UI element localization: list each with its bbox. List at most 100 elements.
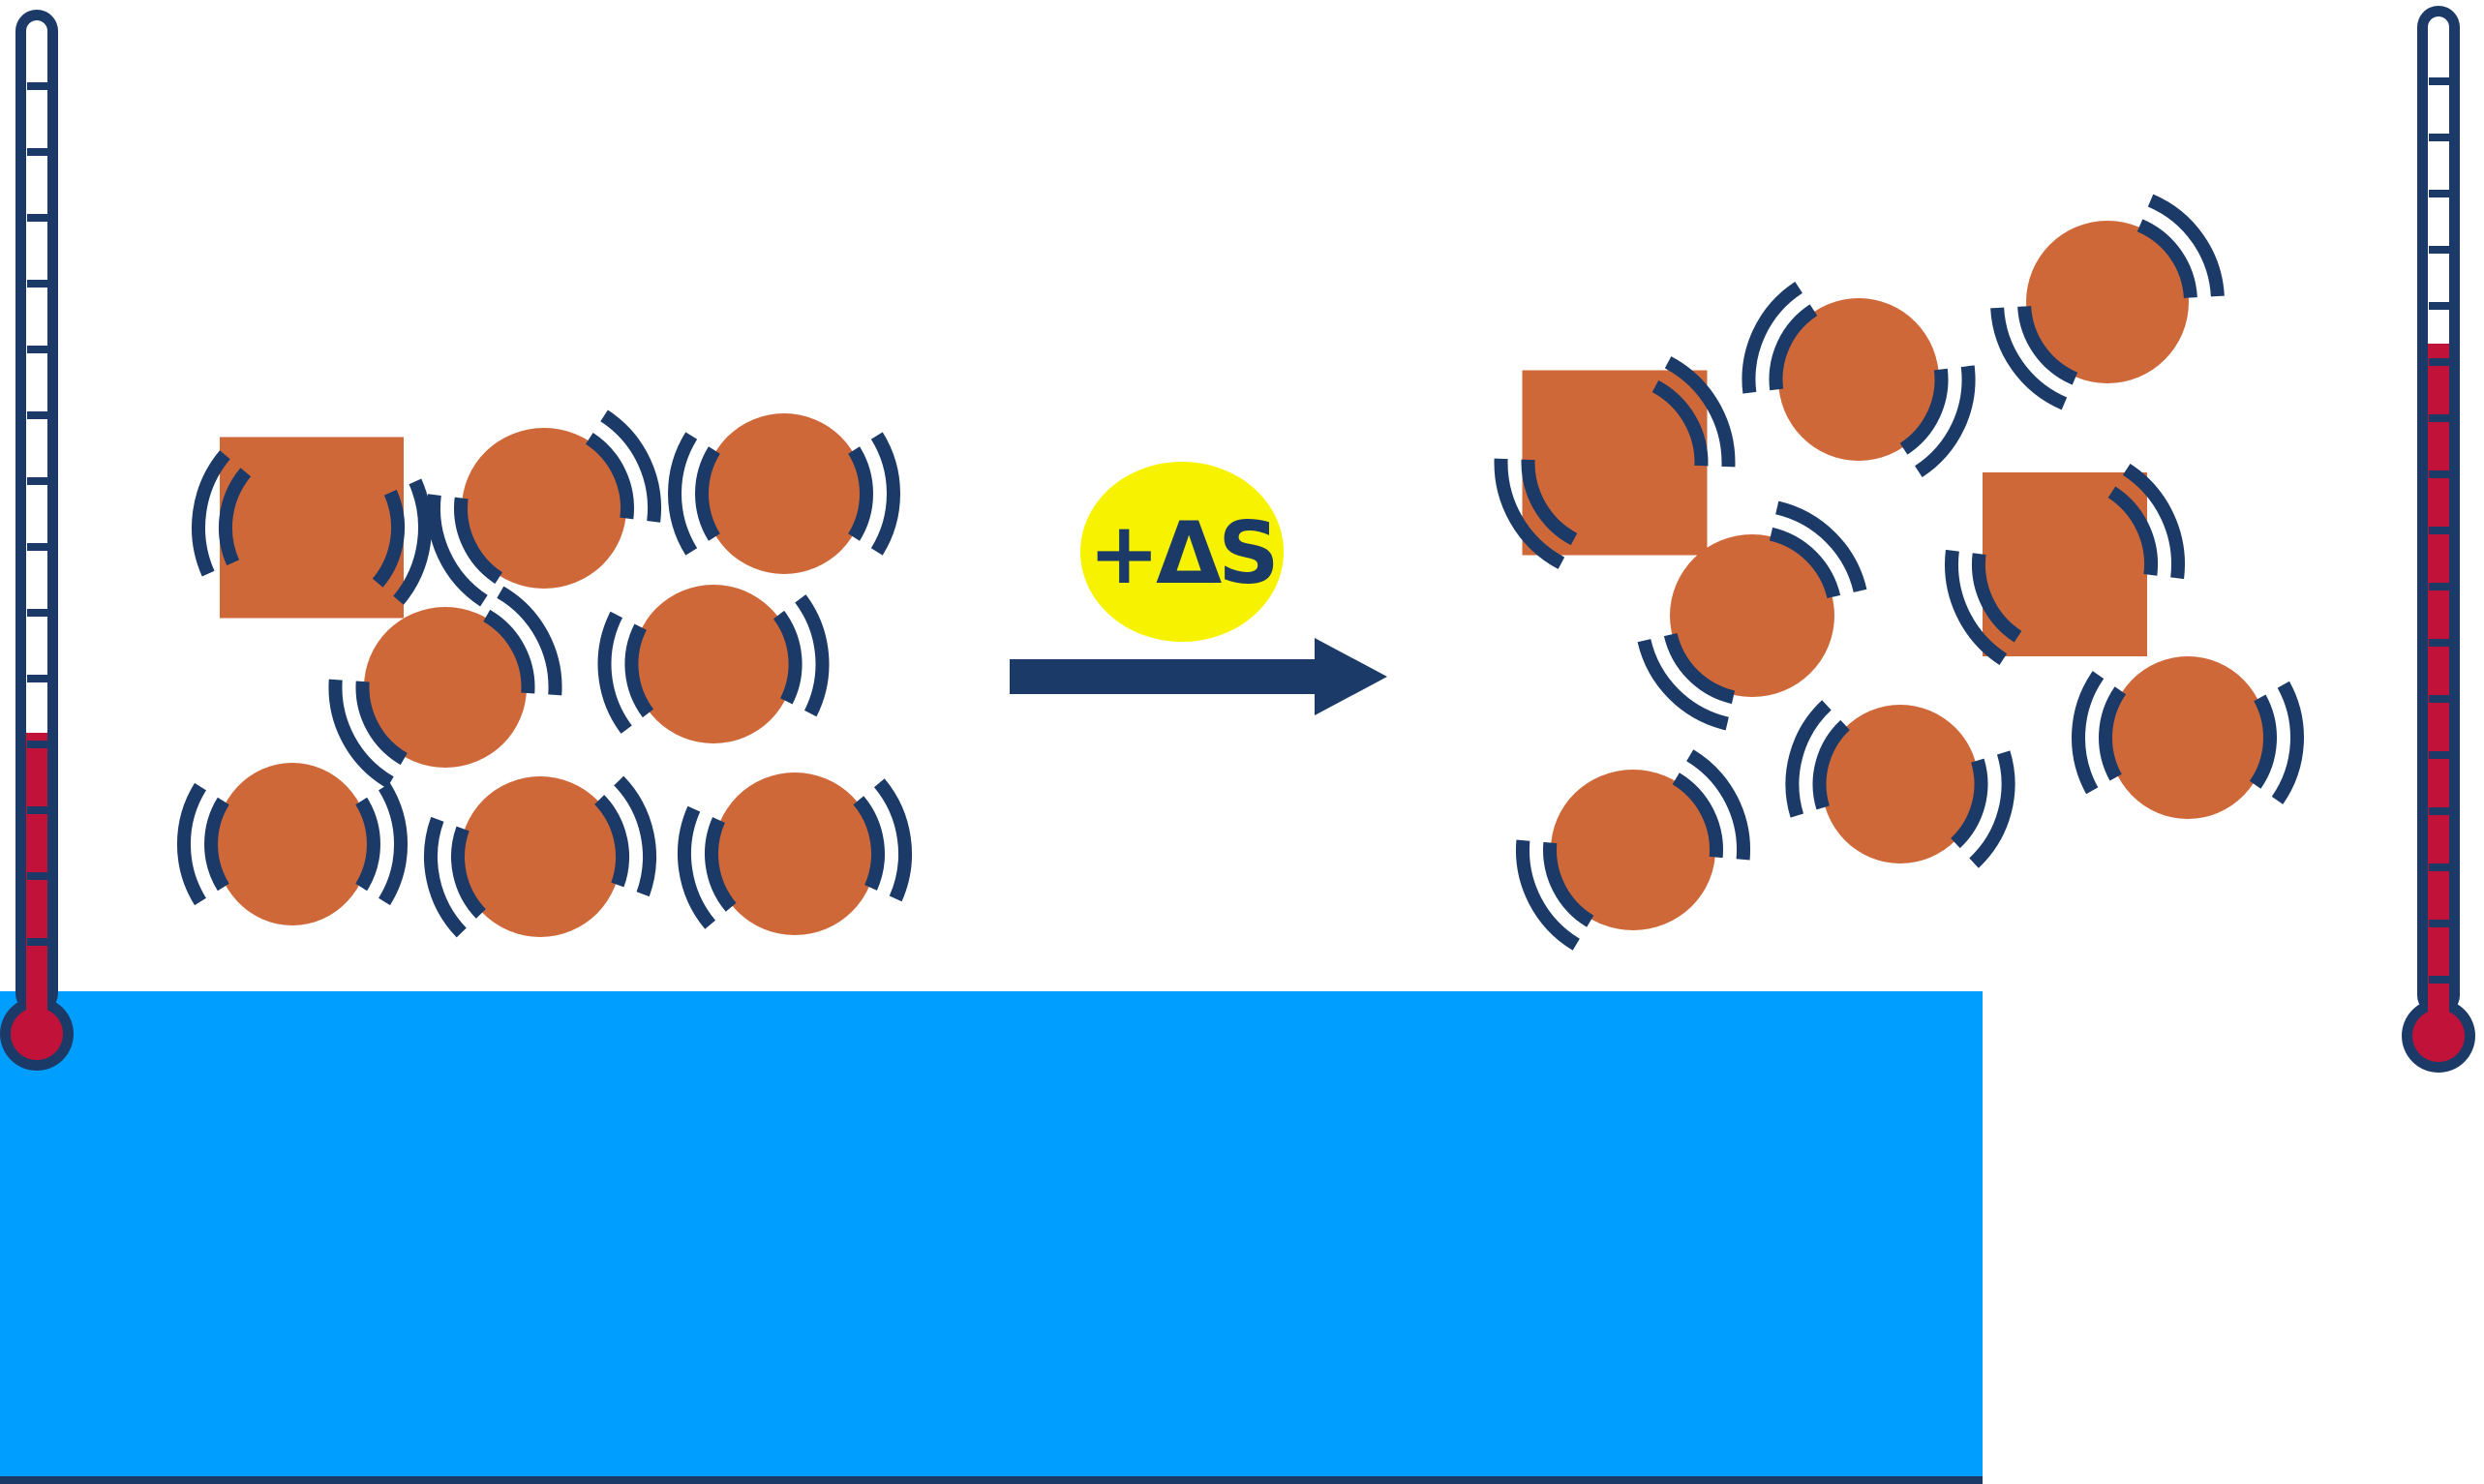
tick-mark — [2429, 807, 2449, 815]
vibration-arcs — [427, 409, 661, 607]
particle-circle — [678, 772, 912, 935]
particle-square — [1945, 464, 2185, 665]
mercury-column — [26, 733, 47, 1034]
particle-circle — [1990, 194, 2225, 410]
tick-mark — [27, 214, 47, 222]
vibration-arc-icon — [600, 409, 661, 523]
reaction-arrow — [1010, 638, 1387, 715]
vibration-arc-icon — [2107, 486, 2158, 576]
vibration-arc-icon — [695, 446, 720, 541]
water-layer — [0, 991, 1983, 1484]
vibration-arc-icon — [668, 432, 698, 556]
particle-body — [2026, 221, 2189, 383]
vibration-arc-icon — [870, 432, 900, 556]
particle-body — [1778, 298, 1939, 461]
vibration-arc-icon — [2017, 305, 2078, 385]
thermometer-right — [2402, 6, 2475, 1073]
tick-mark — [27, 411, 47, 419]
thermometer-inner-tube — [26, 20, 47, 742]
vibration-arc-icon — [497, 586, 562, 696]
tick-mark — [2429, 302, 2449, 310]
particle-body — [704, 413, 864, 574]
tick-mark — [27, 543, 47, 551]
particle-body — [633, 585, 794, 743]
vibration-arc-icon — [1812, 719, 1850, 810]
mercury-column — [2428, 344, 2449, 1036]
vibration-arcs — [1515, 749, 1751, 951]
particle-circle — [177, 763, 408, 925]
vibration-arc-icon — [1972, 553, 2022, 643]
vibration-arc-icon — [1769, 527, 1841, 599]
particle-circle — [424, 775, 656, 938]
tick-mark — [2429, 190, 2449, 197]
tick-mark — [2429, 976, 2449, 984]
vibration-arc-icon — [593, 795, 629, 888]
tick-mark — [2429, 639, 2449, 647]
tick-mark — [27, 477, 47, 485]
vibration-arcs — [1785, 700, 2015, 868]
particle-body — [1822, 705, 1979, 863]
tick-mark — [27, 280, 47, 288]
particle-body — [215, 763, 370, 925]
disordered-particles-group — [1494, 194, 2304, 951]
vibration-arc-icon — [1742, 281, 1803, 394]
arrow-head-icon — [1315, 638, 1387, 715]
tick-mark — [27, 675, 47, 682]
vibration-arc-icon — [795, 594, 830, 717]
water-baseline — [0, 1476, 1983, 1484]
vibration-arc-icon — [2136, 219, 2197, 299]
entropy-label: +ΔS — [1080, 462, 1284, 642]
vibration-arc-icon — [1651, 379, 1709, 467]
thermometer-left — [0, 10, 74, 1071]
mercury-bulb — [2412, 1010, 2465, 1062]
vibration-arc-icon — [1664, 356, 1736, 468]
tick-mark — [2429, 583, 2449, 591]
particle-body — [2108, 656, 2267, 819]
vibration-arc-icon — [1521, 459, 1578, 546]
tick-mark — [2429, 751, 2449, 759]
vibration-arc-icon — [1663, 632, 1736, 705]
vibration-arcs — [177, 782, 408, 906]
particle-circle — [427, 409, 661, 607]
vibration-arc-icon — [451, 826, 487, 919]
tick-mark — [2429, 920, 2449, 927]
particle-circle — [597, 585, 830, 743]
tick-mark — [27, 938, 47, 946]
particle-body — [364, 607, 527, 768]
vibration-arc-icon — [2249, 694, 2277, 789]
vibration-arc-icon — [1969, 750, 2015, 868]
tick-mark — [27, 806, 47, 814]
particle-body — [462, 428, 626, 589]
particle-body — [1670, 534, 1834, 697]
vibration-arc-icon — [1494, 458, 1565, 569]
vibration-arcs — [1637, 500, 1867, 731]
vibration-arcs — [1494, 356, 1736, 569]
vibration-arc-icon — [1945, 549, 2008, 665]
tick-mark — [2429, 414, 2449, 422]
tick-mark — [2429, 358, 2449, 366]
vibration-arc-icon — [1990, 307, 2068, 410]
tick-mark — [2429, 470, 2449, 478]
vibration-arc-icon — [1637, 639, 1729, 731]
vibration-arc-icon — [772, 610, 803, 705]
vibration-arc-icon — [483, 609, 535, 694]
vibration-arc-icon — [1951, 758, 1988, 849]
vibration-arc-icon — [204, 797, 229, 892]
tick-mark — [27, 872, 47, 880]
vibration-arc-icon — [355, 797, 380, 892]
tick-mark — [27, 82, 47, 90]
tick-mark — [27, 609, 47, 617]
vibration-arc-icon — [2099, 686, 2127, 781]
vibration-arc-icon — [848, 446, 873, 541]
vibration-arc-icon — [678, 805, 716, 929]
particle-circle — [328, 586, 562, 789]
vibration-arc-icon — [597, 611, 632, 734]
vibration-arc-icon — [355, 681, 408, 766]
vibration-arc-icon — [1775, 500, 1867, 592]
vibration-arc-icon — [1899, 368, 1949, 455]
tick-mark — [2429, 863, 2449, 871]
vibration-arc-icon — [2147, 194, 2225, 297]
vibration-arc-icon — [1543, 841, 1594, 927]
particle-circle — [1742, 281, 1976, 478]
